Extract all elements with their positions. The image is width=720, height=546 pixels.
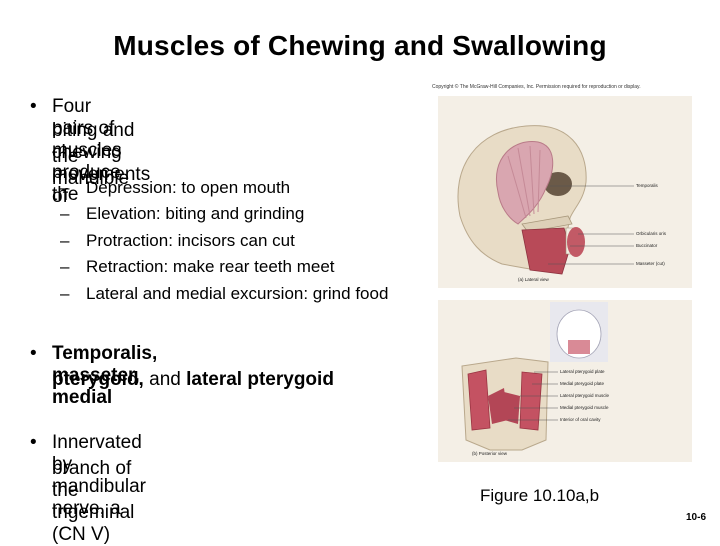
slide-title: Muscles of Chewing and Swallowing <box>113 30 607 61</box>
label-lateral-pterygoid-plate: Lateral pterygoid plate <box>560 369 605 374</box>
label-lateral-pterygoid-muscle: Lateral pterygoid muscle <box>560 393 610 398</box>
label-orbicularis-oris: Orbicularis oris <box>636 231 667 236</box>
sub-bullet-text: Lateral and medial excursion: grind food <box>86 284 389 303</box>
dash-icon: – <box>60 204 70 223</box>
bullet-dot-icon: • <box>30 96 37 117</box>
skull-lateral-illustration <box>457 125 634 275</box>
dash-icon: – <box>60 231 70 250</box>
bold-term: pterygoid, <box>52 369 144 390</box>
view-label-lateral: (a) Lateral view <box>518 277 549 282</box>
bold-term: lateral pterygoid <box>186 369 334 390</box>
sub-bullet-text: Retraction: make rear teeth meet <box>86 257 335 276</box>
label-masseter: Masseter (cut) <box>636 261 665 266</box>
label-buccinator: Buccinator <box>636 243 658 248</box>
dash-icon: – <box>60 284 70 303</box>
label-medial-pterygoid-plate: Medial pterygoid plate <box>560 381 605 386</box>
connector-text: and <box>143 369 187 390</box>
bullet-text-line: Innervated by mandibular nerve, a <box>52 432 146 519</box>
dash-icon: – <box>60 257 70 276</box>
bullet-text-line: branch of the trigeminal (CN V) <box>52 458 135 545</box>
bullet-text-line: Temporalis, masseter, medial <box>52 343 158 408</box>
dash-icon: – <box>60 178 70 197</box>
bullet-dot-icon: • <box>30 343 37 364</box>
skull-posterior-illustration <box>461 302 608 451</box>
label-temporalis: Temporalis <box>636 183 658 188</box>
label-medial-pterygoid-muscle: Medial pterygoid muscle <box>560 405 609 410</box>
bullet-text-line: the mandible <box>52 146 130 189</box>
label-interior-oral-cavity: Interior of oral cavity <box>560 417 601 422</box>
sub-bullet-text: Elevation: biting and grinding <box>86 204 305 223</box>
sub-bullet-text: Depression: to open mouth <box>86 178 291 197</box>
bullet-text-line: pterygoid, and lateral pterygoid <box>52 369 334 391</box>
figure-panel-lateral: Temporalis Orbicularis oris Buccinator M… <box>438 96 692 288</box>
sub-bullet-text: Protraction: incisors can cut <box>86 231 295 250</box>
bullet-dot-icon: • <box>30 432 37 453</box>
bullet-text-line: biting and chewing movements of <box>52 120 151 207</box>
copyright-notice: Copyright © The McGraw-Hill Companies, I… <box>432 84 641 90</box>
bullet-text-line: Four pairs of muscles produce the <box>52 96 122 205</box>
figure-caption: Figure 10.10a,b <box>480 486 600 505</box>
page-number: 10-6 <box>686 512 707 523</box>
view-label-posterior: (b) Posterior view <box>472 451 508 456</box>
figure-panel-posterior: Lateral pterygoid plate Medial pterygoid… <box>438 300 692 462</box>
